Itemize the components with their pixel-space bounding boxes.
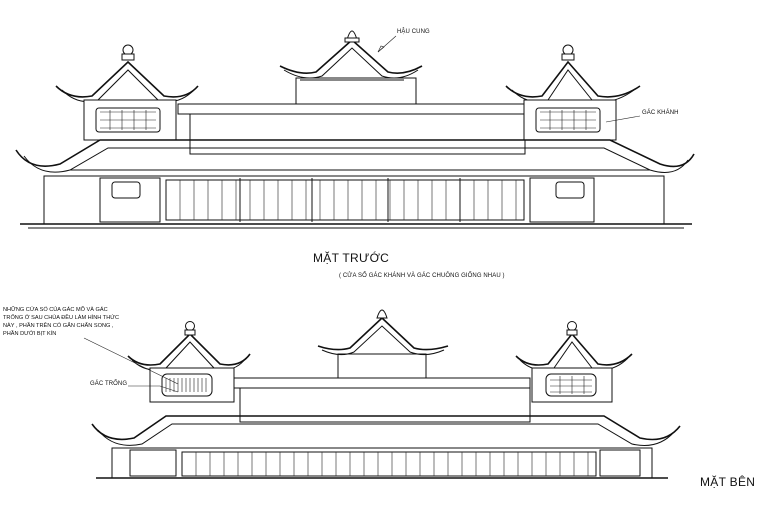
label-hau-cung: HẬU CUNG xyxy=(397,29,430,35)
front-elevation xyxy=(15,30,695,229)
side-elevation-title: MẶT BÊN xyxy=(700,475,756,489)
side-door-panels xyxy=(181,451,597,477)
front-door-panels xyxy=(165,178,525,222)
label-gac-trong: GÁC TRỐNG xyxy=(90,381,128,387)
front-elevation-note: ( CỬA SỔ GÁC KHÁNH VÀ GÁC CHUÔNG GIỐNG N… xyxy=(339,273,505,279)
side-window-note: NHỮNG CỬA SỔ CỦA GÁC MÕ VÀ GÁC TRỐNG Ở S… xyxy=(3,307,120,337)
front-right-pavilion xyxy=(505,44,641,141)
gac-trong-leader xyxy=(128,385,179,393)
side-central-pavilion xyxy=(317,309,449,379)
side-left-pavilion xyxy=(127,321,251,403)
side-left-window xyxy=(161,373,213,397)
front-hau-cung-pavilion xyxy=(279,30,423,105)
front-ridge-band xyxy=(177,103,539,115)
side-right-window xyxy=(545,373,597,397)
side-right-pavilion xyxy=(515,321,633,403)
gac-khanh-leader xyxy=(605,115,641,123)
side-note-leader xyxy=(83,337,179,385)
front-elevation-title: MẶT TRƯỚC xyxy=(313,251,390,265)
side-elevation xyxy=(83,309,681,479)
label-gac-khanh: GÁC KHÁNH xyxy=(642,110,679,116)
front-left-pavilion xyxy=(55,44,199,141)
